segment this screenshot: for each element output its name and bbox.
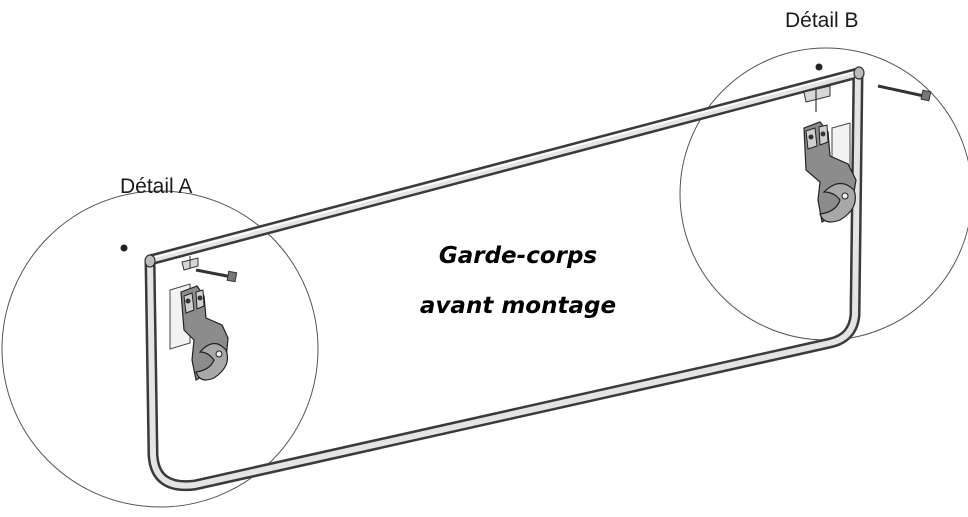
detail-a-label: Détail A [120,175,193,198]
detail-a-hardware [120,244,238,381]
bracket-a [180,285,229,381]
diagram-title-line2: avant montage [419,293,617,319]
nut-icon [815,63,823,71]
guardrail-frame [144,66,865,492]
bracket-b [803,121,857,223]
diagram-title-line1: Garde-corps [438,243,598,269]
detail-a-circle [1,190,319,508]
nut-icon [120,244,128,252]
detail-b-hardware [803,63,932,223]
detail-b-label: Détail B [785,9,859,32]
bolt-icon [195,268,238,283]
bolt-icon [877,84,932,102]
